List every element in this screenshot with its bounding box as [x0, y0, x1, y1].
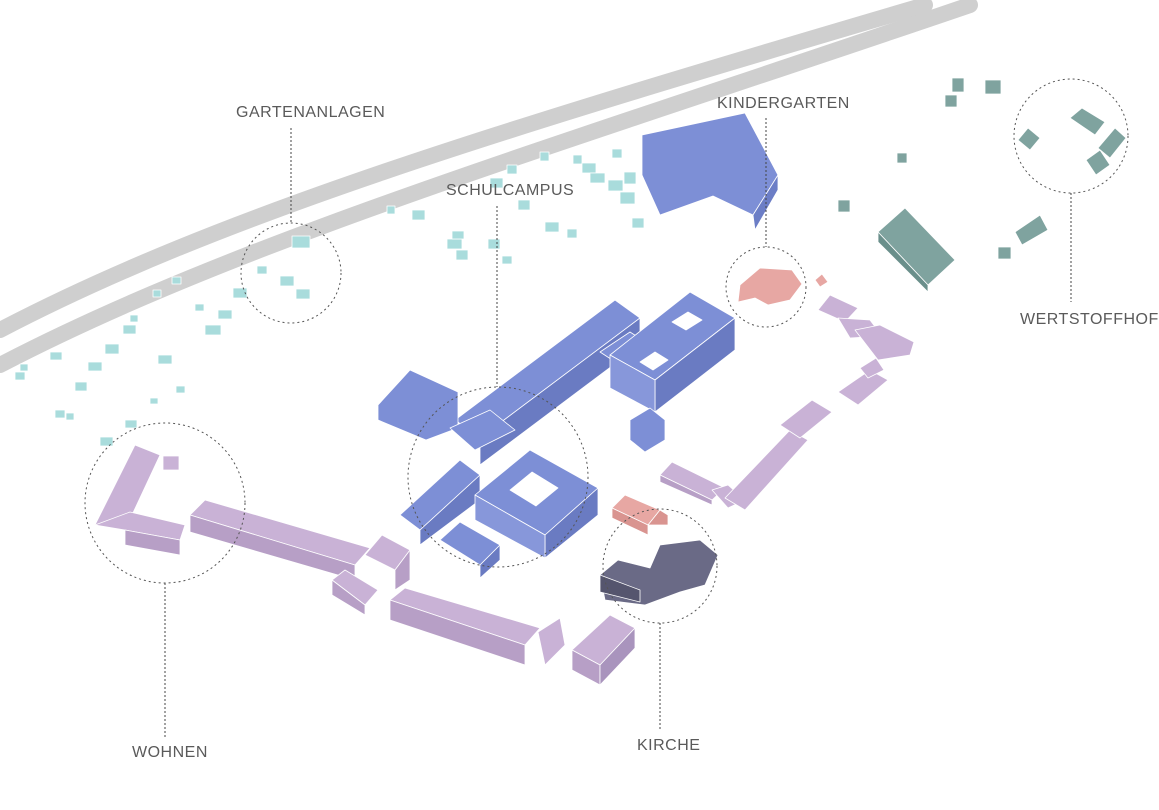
church-label: KIRCHE	[637, 737, 700, 754]
school-callout-ring	[407, 386, 589, 568]
housing-label: WOHNEN	[132, 744, 208, 761]
gardens-label: GARTENANLAGEN	[236, 104, 385, 121]
church-building	[599, 494, 719, 606]
kindergarten-building	[737, 267, 829, 306]
gardens-callout-ring	[240, 222, 342, 324]
garden-plots	[14, 148, 645, 447]
housing-buildings	[94, 294, 915, 686]
recycling-label: WERTSTOFFHOF	[1020, 311, 1159, 328]
kindergarten-callout-ring	[725, 246, 807, 328]
school-label: SCHULCAMPUS	[446, 182, 574, 199]
road-band	[0, 0, 978, 373]
kindergarten-label: KINDERGARTEN	[717, 95, 850, 112]
recycling-callout-ring	[1013, 78, 1129, 194]
church-callout-ring	[602, 508, 718, 624]
school-campus-buildings	[377, 112, 779, 579]
recycling-buildings	[837, 77, 1127, 293]
